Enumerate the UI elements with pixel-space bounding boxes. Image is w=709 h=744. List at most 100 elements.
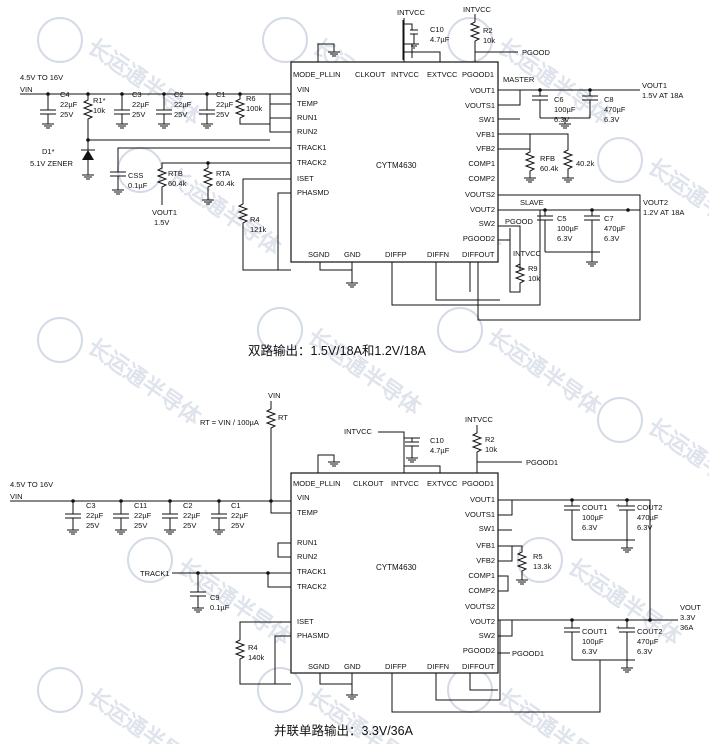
caption-2: 并联单路输出：3.3V/36A bbox=[274, 723, 414, 738]
svg-text:0.1µF: 0.1µF bbox=[128, 181, 148, 190]
svg-text:22µF: 22µF bbox=[216, 100, 234, 109]
svg-text:6.3V: 6.3V bbox=[637, 523, 652, 532]
diff-wiring-1 bbox=[391, 210, 541, 306]
feedback-resistors-1: RFB 60.4k 40.2k bbox=[498, 133, 595, 183]
svg-text:22µF: 22µF bbox=[86, 511, 104, 520]
svg-text:VOUTS2: VOUTS2 bbox=[465, 602, 495, 611]
svg-text:0.1µF: 0.1µF bbox=[210, 603, 230, 612]
phasmd-wire-1 bbox=[277, 192, 291, 270]
input-cap-2-c1: C1 22µF 25V bbox=[211, 501, 249, 535]
svg-text:470µF: 470µF bbox=[604, 224, 626, 233]
svg-text:36A: 36A bbox=[680, 623, 693, 632]
svg-text:25V: 25V bbox=[174, 110, 187, 119]
svg-text:4.5V TO 16V: 4.5V TO 16V bbox=[10, 480, 53, 489]
svg-text:25V: 25V bbox=[60, 110, 73, 119]
pin-vouts1: VOUTS1 bbox=[465, 101, 495, 110]
svg-text:RUN1: RUN1 bbox=[297, 538, 317, 547]
svg-text:25V: 25V bbox=[132, 110, 145, 119]
chip-1-top-pins: CLKOUT INTVCC EXTVCC PGOOD1 bbox=[355, 70, 494, 79]
input-rail-2: 4.5V TO 16V VIN bbox=[10, 480, 291, 503]
input-cap-2-c3: C3 22µF 25V bbox=[65, 501, 104, 535]
chip-2-name: CYTM4630 bbox=[376, 563, 417, 572]
svg-text:+: + bbox=[616, 501, 621, 510]
svg-text:C3: C3 bbox=[86, 501, 96, 510]
svg-text:22µF: 22µF bbox=[134, 511, 152, 520]
diagram-2: CYTM4630 MODE_PLLIN VIN TEMP RUN1 RUN2 T… bbox=[10, 391, 701, 738]
svg-text:VOUT1: VOUT1 bbox=[642, 81, 667, 90]
vout2-section: SLAVE VOUT2 1.2V AT 18A C5 100µF 6.3V C7… bbox=[477, 194, 684, 321]
resistor-r5: R5 13.3k bbox=[498, 545, 552, 592]
svg-text:COUT1: COUT1 bbox=[582, 503, 607, 512]
input-cap-2-c11: C11 22µF 25V bbox=[113, 501, 152, 535]
svg-text:R4: R4 bbox=[248, 643, 258, 652]
svg-text:CSS: CSS bbox=[128, 171, 143, 180]
svg-text:C1: C1 bbox=[231, 501, 241, 510]
gnd-bottom-2 bbox=[319, 673, 358, 700]
svg-text:10k: 10k bbox=[483, 36, 495, 45]
svg-text:C1: C1 bbox=[216, 90, 226, 99]
svg-text:VFB2: VFB2 bbox=[476, 556, 495, 565]
svg-text:6.3V: 6.3V bbox=[637, 647, 652, 656]
svg-text:C8: C8 bbox=[604, 95, 614, 104]
pin-vouts2: VOUTS2 bbox=[465, 190, 495, 199]
svg-text:R4: R4 bbox=[250, 215, 260, 224]
svg-text:PGOOD1: PGOOD1 bbox=[462, 479, 494, 488]
svg-text:VOUTS1: VOUTS1 bbox=[465, 510, 495, 519]
svg-text:25V: 25V bbox=[134, 521, 147, 530]
svg-text:R1*: R1* bbox=[93, 96, 106, 105]
svg-text:5.1V ZENER: 5.1V ZENER bbox=[30, 159, 74, 168]
svg-text:C10: C10 bbox=[430, 436, 444, 445]
resistor-r4-2: R4 140k bbox=[234, 621, 291, 685]
svg-text:RUN2: RUN2 bbox=[297, 552, 317, 561]
svg-text:RT: RT bbox=[278, 413, 288, 422]
svg-text:100k: 100k bbox=[246, 104, 263, 113]
cap-c9: TRACK1 C9 0.1µF bbox=[140, 569, 291, 613]
resistor-rta: RTA 60.4k bbox=[202, 161, 235, 205]
svg-text:PHASMD: PHASMD bbox=[297, 631, 330, 640]
vin-label-1: VIN bbox=[20, 85, 33, 94]
pin-vout2: VOUT2 bbox=[470, 205, 495, 214]
diff-wiring-2 bbox=[391, 620, 601, 713]
svg-text:3.3V: 3.3V bbox=[680, 613, 695, 622]
svg-text:DIFFN: DIFFN bbox=[427, 662, 449, 671]
svg-text:470µF: 470µF bbox=[604, 105, 626, 114]
svg-text:DIFFOUT: DIFFOUT bbox=[462, 662, 495, 671]
pin-intvcc: INTVCC bbox=[391, 70, 420, 79]
input-cap-2-c2: C2 22µF 25V bbox=[162, 501, 201, 535]
svg-text:22µF: 22µF bbox=[174, 100, 192, 109]
svg-text:6.3V: 6.3V bbox=[582, 523, 597, 532]
cap-c10-2: INTVCC C10 4.7µF bbox=[344, 427, 450, 473]
svg-text:EXTVCC: EXTVCC bbox=[427, 479, 458, 488]
svg-text:1.5V: 1.5V bbox=[154, 218, 169, 227]
chip-1-right-pins: VOUT1 VOUTS1 SW1 VFB1 VFB2 COMP1 COMP2 V… bbox=[463, 86, 495, 243]
svg-text:100µF: 100µF bbox=[582, 513, 604, 522]
svg-text:25V: 25V bbox=[183, 521, 196, 530]
svg-text:PGOOD: PGOOD bbox=[522, 48, 551, 57]
pin-phasmd: PHASMD bbox=[297, 188, 330, 197]
diagram-1: CYTM4630 MODE_PLLIN VIN TEMP RUN1 RUN2 T… bbox=[20, 5, 684, 358]
input-cap-c2: C2 22µF 25V bbox=[156, 90, 192, 129]
svg-text:1.2V AT 18A: 1.2V AT 18A bbox=[643, 208, 684, 217]
svg-text:10k: 10k bbox=[485, 445, 497, 454]
svg-text:VFB1: VFB1 bbox=[476, 541, 495, 550]
svg-text:INTVCC: INTVCC bbox=[391, 479, 420, 488]
svg-text:VIN: VIN bbox=[10, 492, 23, 501]
svg-text:VIN: VIN bbox=[268, 391, 281, 400]
svg-text:R2: R2 bbox=[485, 435, 495, 444]
run-wiring-1 bbox=[88, 94, 291, 141]
svg-text:4.7µF: 4.7µF bbox=[430, 35, 450, 44]
svg-text:6.3V: 6.3V bbox=[582, 647, 597, 656]
svg-text:22µF: 22µF bbox=[183, 511, 201, 520]
svg-text:1.5V AT 18A: 1.5V AT 18A bbox=[642, 91, 683, 100]
svg-text:INTVCC: INTVCC bbox=[344, 427, 373, 436]
svg-text:C6: C6 bbox=[554, 95, 564, 104]
vin-range-1: 4.5V TO 16V bbox=[20, 73, 63, 82]
svg-text:R5: R5 bbox=[533, 552, 543, 561]
resistor-r2-2: INTVCC R2 10k PGOOD1 bbox=[465, 415, 558, 473]
input-cap-c4: C4 22µF 25V bbox=[40, 90, 78, 129]
svg-text:+: + bbox=[616, 623, 621, 632]
svg-text:SW2: SW2 bbox=[479, 631, 495, 640]
pin-track2: TRACK2 bbox=[297, 158, 327, 167]
pin-vfb1: VFB1 bbox=[476, 130, 495, 139]
